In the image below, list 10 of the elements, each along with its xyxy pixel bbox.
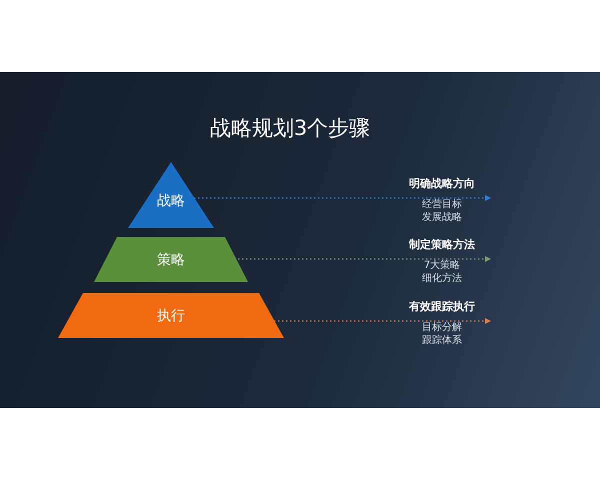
layer-label: 执行 [157, 308, 185, 324]
step-heading: 明确战略方向 [409, 176, 475, 191]
step-heading: 制定策略方法 [409, 237, 475, 252]
step-details: 经营目标发展战略 [422, 199, 462, 224]
step-details: 7大策略细化方法 [422, 260, 462, 285]
step-details: 目标分解跟踪体系 [422, 322, 462, 347]
layer-label: 战略 [157, 193, 185, 209]
layer-label: 策略 [157, 252, 185, 268]
slide-title: 战略规划3个步骤 [208, 115, 372, 142]
step-heading: 有效跟踪执行 [409, 299, 475, 314]
